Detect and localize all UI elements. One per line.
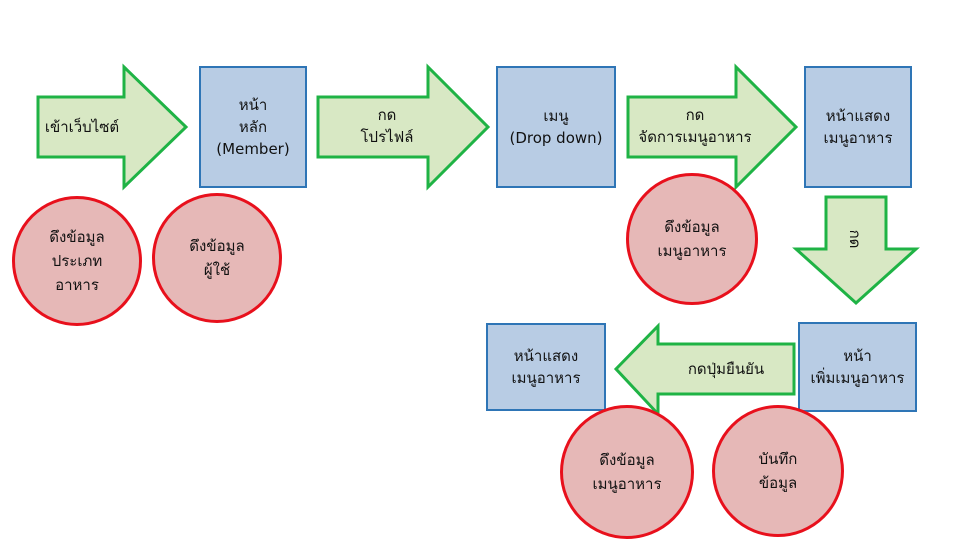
add-menu-page-box: หน้า เพิ่มเมนูอาหาร <box>798 322 917 412</box>
arrow-down <box>792 195 920 306</box>
arrow-confirm <box>613 322 796 418</box>
main-page-box: หน้า หลัก (Member) <box>199 66 307 188</box>
click-manage-menu-label: กด จัดการเมนูอาหาร <box>638 106 752 146</box>
show-menu-page-box-2: หน้าแสดง เมนูอาหาร <box>486 323 606 411</box>
fetch-food-menu-circle: ดึงข้อมูล เมนูอาหาร <box>626 173 758 305</box>
click-profile-label: กด โปรไฟล์ <box>360 106 414 146</box>
arrow-manage-menu <box>626 63 799 191</box>
click-down-label: กด <box>846 229 864 249</box>
enter-site-label: เข้าเว็บไซต์ <box>44 118 120 136</box>
click-confirm-label: กดปุ่มยืนยัน <box>687 360 765 378</box>
fetch-user-circle: ดึงข้อมูล ผู้ใช้ <box>152 193 282 323</box>
show-menu-page-box: หน้าแสดง เมนูอาหาร <box>804 66 912 188</box>
fetch-food-menu-circle-2: ดึงข้อมูล เมนูอาหาร <box>560 405 694 539</box>
arrow-enter-site <box>36 63 189 191</box>
arrow-profile <box>316 63 491 191</box>
menu-dropdown-box: เมนู (Drop down) <box>496 66 616 188</box>
fetch-food-type-circle: ดึงข้อมูล ประเภท อาหาร <box>12 196 142 326</box>
save-data-circle: บันทึก ข้อมูล <box>712 405 844 537</box>
